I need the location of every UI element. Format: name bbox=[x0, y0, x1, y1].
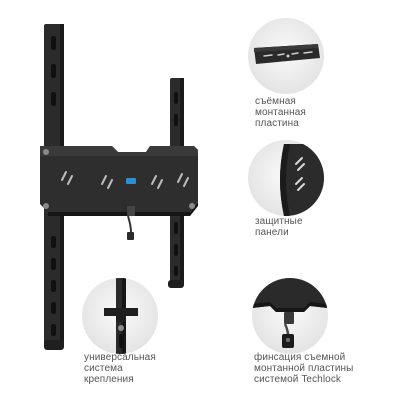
brand-logo bbox=[126, 178, 136, 184]
techlock-caption: финсация съемной монтанной пластины сист… bbox=[254, 352, 353, 385]
caption-line: системой Techlock bbox=[254, 374, 342, 385]
caption-line: панели bbox=[255, 227, 289, 238]
caption-line: монтанной пластины bbox=[254, 363, 354, 374]
caption-line: крепления bbox=[84, 374, 134, 385]
caption-line: съёмная bbox=[255, 96, 296, 107]
caption-line: универсальная bbox=[84, 352, 156, 363]
techlock-detail-image bbox=[252, 278, 328, 354]
tv-wall-bracket-image bbox=[40, 24, 198, 350]
removable-plate-detail-image bbox=[248, 18, 324, 94]
universal-mount-detail-image bbox=[82, 278, 158, 354]
protective-panels-caption: защитные панели bbox=[255, 216, 303, 238]
universal-mount-caption: универсальная система крепления bbox=[84, 352, 156, 385]
caption-line: финсация съемной bbox=[254, 352, 346, 363]
caption-line: защитные bbox=[255, 216, 303, 227]
techlock-padlock bbox=[127, 206, 135, 240]
caption-line: система bbox=[84, 363, 123, 374]
wall-plate-vents bbox=[61, 171, 189, 189]
removable-plate-caption: съёмная монтанная пластина bbox=[255, 96, 306, 129]
wall-plate bbox=[40, 146, 198, 212]
left-rail-slots bbox=[51, 36, 56, 336]
right-rail-slots bbox=[174, 92, 178, 276]
caption-line: пластина bbox=[255, 118, 299, 129]
protective-panels-detail-image bbox=[248, 140, 324, 216]
caption-line: монтанная bbox=[255, 107, 306, 118]
